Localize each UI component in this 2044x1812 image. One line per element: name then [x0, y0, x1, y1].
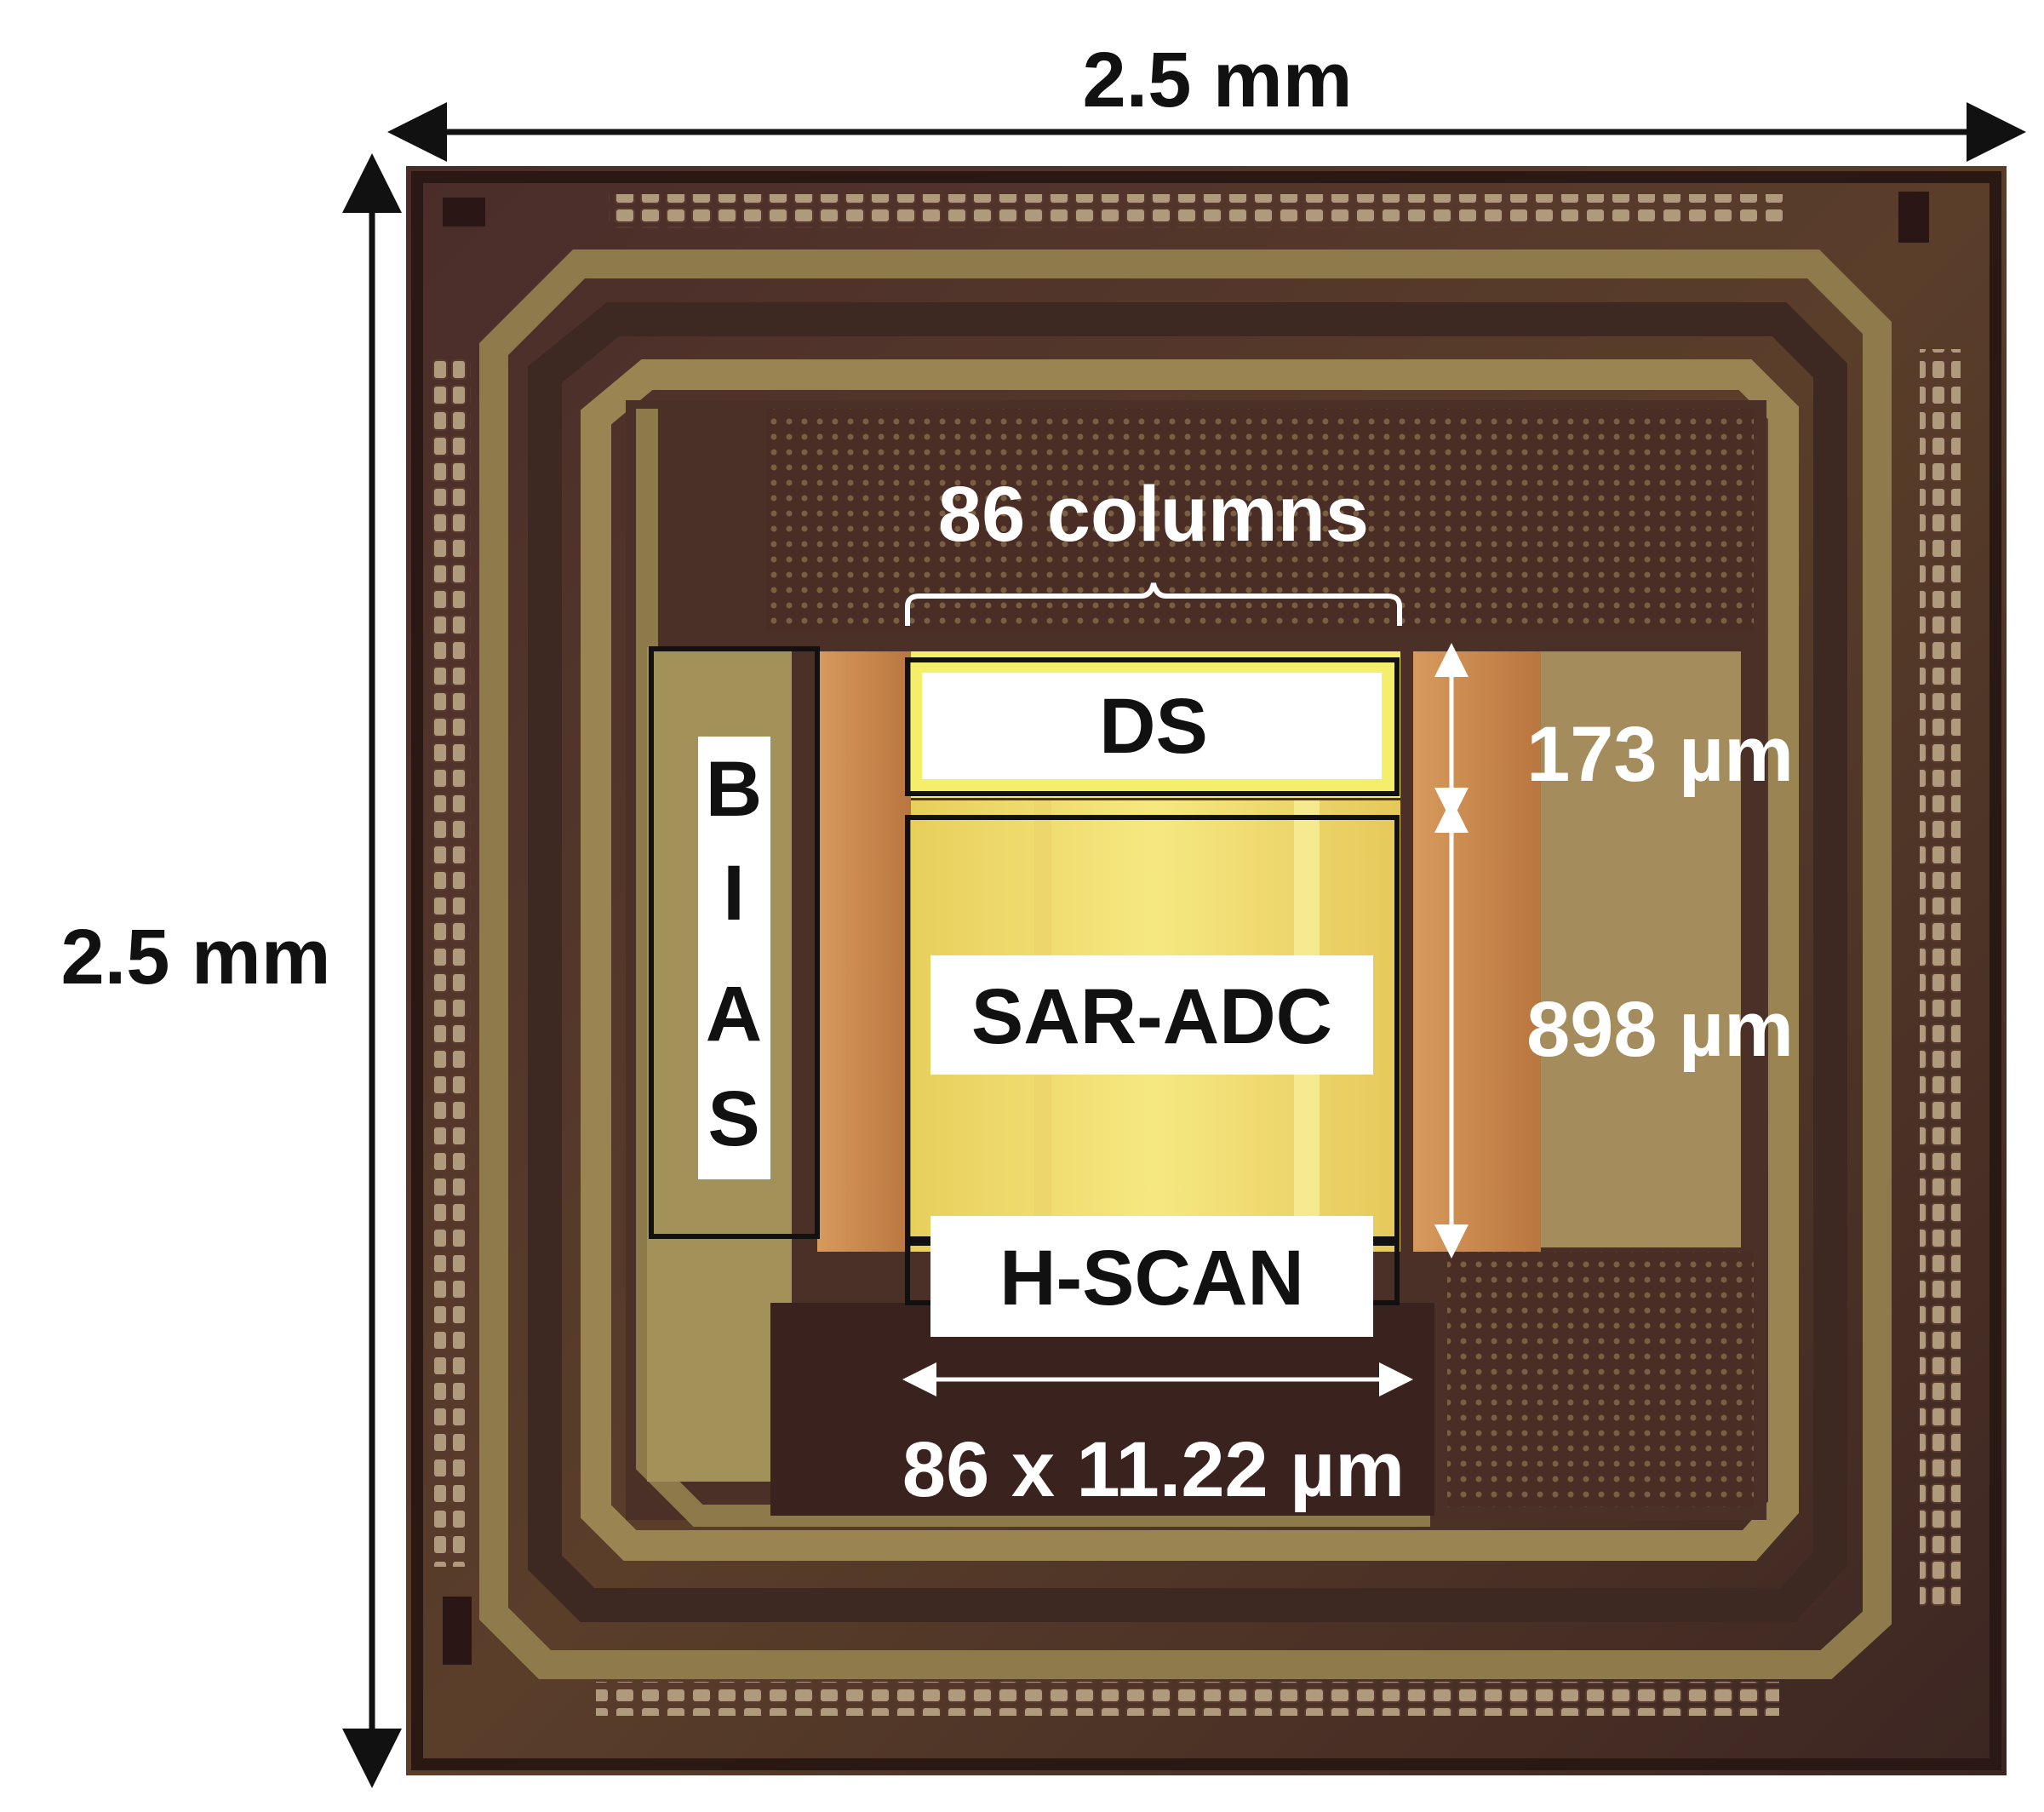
- column-pitch-label: 86 x 11.22 µm: [902, 1426, 1405, 1513]
- ds-block: DS: [905, 657, 1400, 796]
- bias-letter-i: I: [723, 850, 745, 937]
- die-edge: [411, 171, 2001, 1770]
- bias-letter-s: S: [707, 1075, 759, 1162]
- corner-mark-tr: [1898, 192, 1929, 243]
- middle-ring: [528, 302, 1847, 1622]
- pad-row-left: [430, 358, 471, 1567]
- outer-ring: [479, 249, 1892, 1679]
- h-scan-label-box: [930, 1216, 1373, 1337]
- bias-block: B I A S: [649, 646, 820, 1239]
- corner-mark-bl: [443, 1597, 472, 1665]
- sar-adc-label: SAR-ADC: [971, 973, 1332, 1060]
- width-dimension-label: 2.5 mm: [1082, 37, 1352, 123]
- sar-adc-label-box: [930, 955, 1373, 1075]
- columns-label: 86 columns: [938, 471, 1369, 558]
- bias-label-box: [698, 737, 770, 1179]
- height-dimension-label: 2.5 mm: [60, 914, 330, 1001]
- digital-array-bottom-right: [1447, 1252, 1754, 1507]
- columns-brace: [905, 582, 1402, 626]
- adc-height-label: 898 µm: [1526, 986, 1794, 1073]
- inner-ring: [581, 359, 1799, 1561]
- ds-height-label: 173 µm: [1526, 711, 1794, 798]
- pad-row-top: [609, 194, 1783, 228]
- bias-outline: [649, 646, 820, 1239]
- pad-row-right: [1920, 349, 1961, 1609]
- right-tan-region: [1541, 651, 1741, 1247]
- sar-adc-block: SAR-ADC: [905, 815, 1400, 1241]
- ds-label-box: [922, 673, 1382, 779]
- ds-outline: [905, 657, 1400, 796]
- digital-array-top: [766, 409, 1754, 630]
- bottom-dark-region: [770, 1303, 1434, 1516]
- h-scan-block: H-SCAN: [905, 1216, 1400, 1337]
- left-copper-strip: [817, 651, 911, 1252]
- ds-label: DS: [1099, 683, 1208, 770]
- h-scan-label: H-SCAN: [999, 1235, 1304, 1322]
- right-copper-strip: [1413, 651, 1541, 1252]
- bias-letter-b: B: [706, 746, 762, 833]
- corner-mark-tl: [443, 198, 485, 226]
- pad-row-bottom: [596, 1682, 1779, 1716]
- bias-letter-a: A: [706, 971, 762, 1058]
